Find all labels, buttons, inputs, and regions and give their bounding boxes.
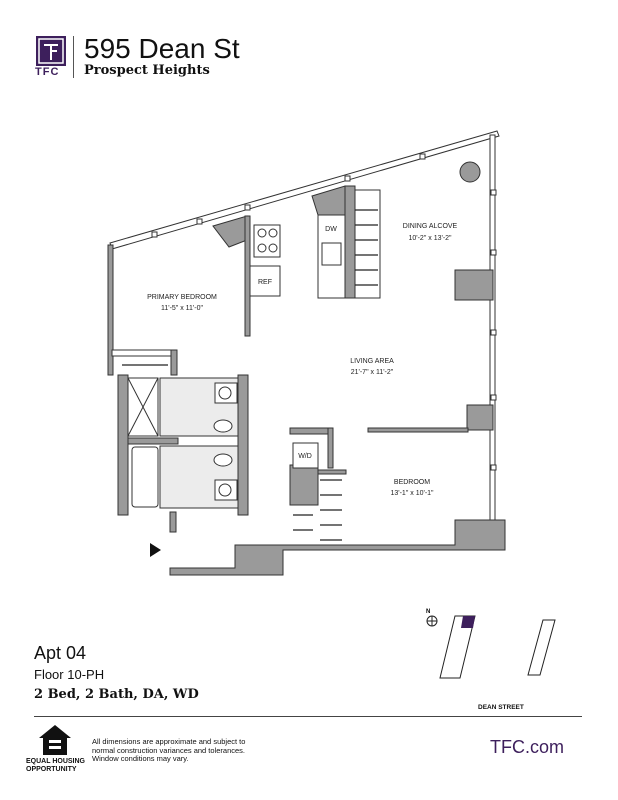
bedroom-wall <box>367 427 469 433</box>
bottom-wall <box>169 519 506 576</box>
tfc-logo <box>36 36 66 66</box>
wall-pier <box>311 185 346 216</box>
closet-wall <box>289 427 333 435</box>
dishwasher-label: DW <box>325 226 337 233</box>
closet-wall <box>327 427 334 469</box>
equal-housing-icon <box>39 725 71 755</box>
refrigerator <box>249 265 281 297</box>
bath-wall <box>117 374 129 516</box>
left-wall <box>107 244 114 376</box>
neighbor-building <box>527 619 556 676</box>
floor-plan: PRIMARY BEDROOM 11'-5" x 11'-0" DINING A… <box>107 130 506 576</box>
room-name: DINING ALCOVE <box>403 223 458 230</box>
wall-pier <box>466 404 494 431</box>
bath-wall <box>127 437 179 445</box>
bath-wall <box>237 374 249 516</box>
floor-label: Floor 10-PH <box>34 667 105 682</box>
room-name: BEDROOM <box>394 479 430 486</box>
wall-pier <box>212 215 248 248</box>
wall-pier <box>454 269 494 301</box>
wall-stub <box>169 511 177 533</box>
apartment-number: Apt 04 <box>34 643 87 663</box>
washer-dryer <box>292 442 319 469</box>
footer-divider <box>34 716 582 717</box>
toilet <box>213 419 233 433</box>
unit-summary: 2 Bed, 2 Bath, DA, WD <box>34 687 199 702</box>
washer-dryer-label: W/D <box>298 453 312 460</box>
wall-pier <box>289 464 319 506</box>
closet-wall <box>317 469 347 475</box>
toilet <box>213 453 233 467</box>
sink <box>321 242 342 266</box>
entry-arrow-icon <box>150 543 161 557</box>
room-dims: 11'-5" x 11'-0" <box>161 305 204 312</box>
disclaimer: All dimensions are approximate and subje… <box>92 737 246 763</box>
room-dims: 10'-2" x 13'-2" <box>408 235 452 242</box>
room-name: LIVING AREA <box>350 358 394 365</box>
room-name: PRIMARY BEDROOM <box>147 294 217 301</box>
key-plan: N <box>426 609 556 679</box>
street-label: DEAN STREET <box>478 704 524 711</box>
refrigerator-label: REF <box>258 279 272 286</box>
bathtub <box>131 446 159 508</box>
closet <box>354 189 381 299</box>
bath-wall <box>111 349 178 357</box>
column <box>459 161 481 183</box>
north-label: N <box>426 609 430 615</box>
room-dims: 21'-7" x 11'-2" <box>351 369 394 376</box>
neighborhood: Prospect Heights <box>84 63 210 78</box>
wall-pier <box>344 185 356 299</box>
room-dims: 13'-1" x 10'-1" <box>390 490 434 497</box>
unit-highlight <box>461 616 475 628</box>
wall-stub <box>170 349 178 376</box>
kitchen-wall <box>244 215 251 337</box>
window-wall <box>109 130 500 250</box>
website-link[interactable]: TFC.com <box>490 737 564 757</box>
equal-housing-label: EQUAL HOUSING OPPORTUNITY <box>26 758 85 773</box>
brand-name: TFC <box>35 66 60 78</box>
page-title: 595 Dean St <box>84 33 240 64</box>
header-divider <box>73 36 74 78</box>
